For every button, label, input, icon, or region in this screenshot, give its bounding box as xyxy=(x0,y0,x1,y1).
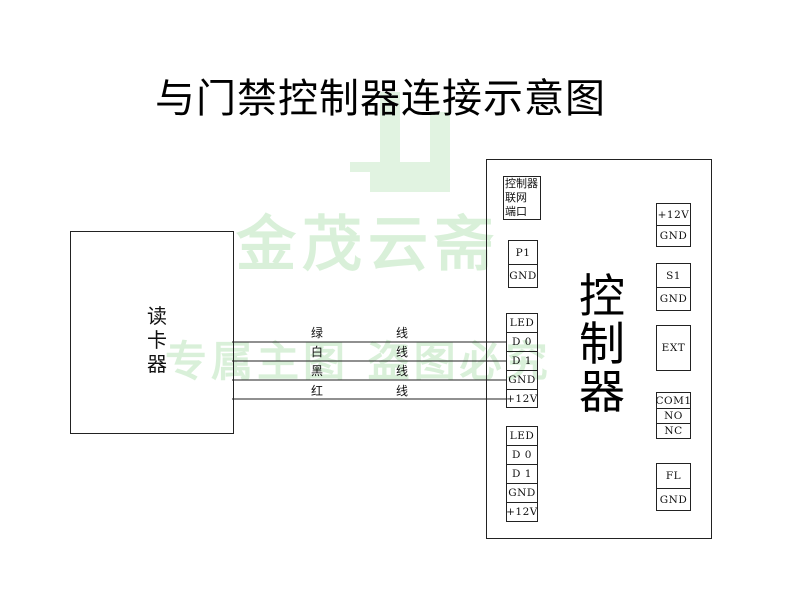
wire-label-green: 绿 xyxy=(311,326,324,340)
reader-port-2: LED D 0 D 1 GND +12V xyxy=(506,426,538,522)
terminal-p1: P1 xyxy=(509,241,537,265)
controller-box xyxy=(486,159,712,539)
watermark-logo-icon xyxy=(350,52,450,192)
controller-label: 控 制 器 xyxy=(579,269,625,419)
wire-label-red: 红 xyxy=(311,384,324,398)
terminal-led: LED xyxy=(507,314,537,333)
wire-label-suffix: 线 xyxy=(396,384,409,398)
terminal-com1: COM1 xyxy=(655,393,691,409)
power-terminal-block: +12V GND xyxy=(656,203,691,247)
fl-terminal-block: FL GND xyxy=(656,463,691,511)
terminal-led: LED xyxy=(507,427,537,446)
terminal-gnd: GND xyxy=(509,270,537,282)
wire-label-suffix: 线 xyxy=(396,326,409,340)
terminal-fl: FL xyxy=(657,464,690,489)
wire-label-white: 白 xyxy=(311,345,324,359)
terminal-12v: +12V xyxy=(506,506,538,518)
terminal-gnd: GND xyxy=(507,484,537,503)
terminal-gnd: GND xyxy=(659,293,688,305)
wire-label-suffix: 线 xyxy=(396,345,409,359)
terminal-gnd: GND xyxy=(659,230,688,242)
card-reader-box xyxy=(70,231,234,434)
network-port: 控制器 联网 端口 xyxy=(503,176,541,220)
wire-label-suffix: 线 xyxy=(396,364,409,378)
terminal-d0: D 0 xyxy=(507,333,537,352)
terminal-gnd: GND xyxy=(659,493,688,506)
s1-terminal-block: S1 GND xyxy=(656,263,691,311)
terminal-12v: +12V xyxy=(506,392,538,405)
ext-terminal-block: EXT xyxy=(656,325,691,371)
diagram-title: 与门禁控制器连接示意图 xyxy=(155,76,606,122)
terminal-ext: EXT xyxy=(661,342,686,354)
terminal-nc: NC xyxy=(664,425,683,437)
card-reader-label: 读 卡 器 xyxy=(147,304,167,376)
terminal-no: NO xyxy=(657,409,690,424)
wire-label-black: 黑 xyxy=(311,364,324,378)
reader-port-1: LED D 0 D 1 GND +12V xyxy=(506,313,538,408)
p1-terminal-block: P1 GND xyxy=(508,240,538,288)
terminal-12v: +12V xyxy=(657,204,690,226)
com1-terminal-block: COM1 NO NC xyxy=(655,392,691,439)
terminal-d1: D 1 xyxy=(507,352,537,371)
terminal-d0: D 0 xyxy=(507,446,537,465)
terminal-s1: S1 xyxy=(657,264,690,288)
terminal-gnd: GND xyxy=(507,371,537,390)
terminal-d1: D 1 xyxy=(507,465,537,484)
